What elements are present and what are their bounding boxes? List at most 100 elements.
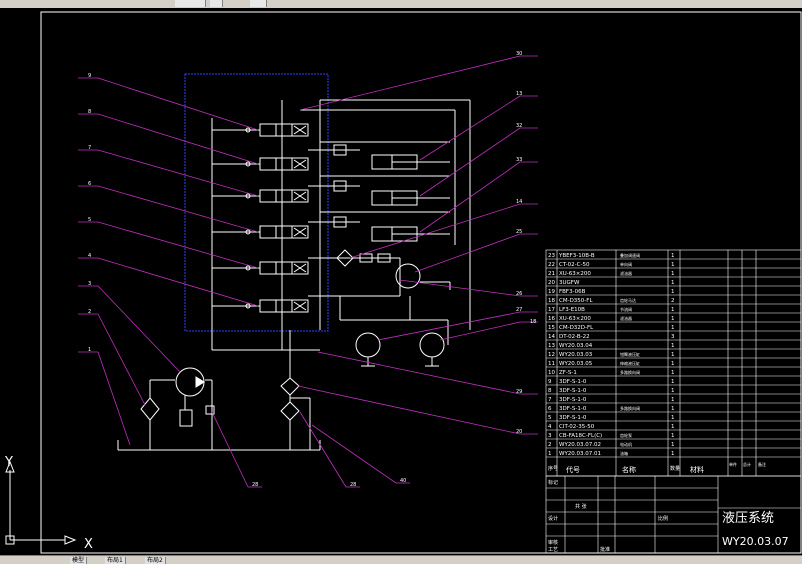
ucs-icon — [5, 460, 77, 545]
callout-number: 28 — [350, 482, 356, 488]
callout-number: 30 — [516, 51, 522, 57]
bom-cell-no: 12 — [548, 352, 555, 358]
tb-sheet: 共 张 — [575, 503, 587, 510]
toolbar-tab[interactable] — [175, 0, 206, 7]
tb-process: 工艺 — [548, 547, 558, 553]
filter — [280, 377, 300, 396]
tb-approve: 批准 — [600, 546, 610, 553]
check-valve — [333, 144, 347, 156]
bom-cell-qty: 1 — [671, 316, 675, 322]
pump-arrow — [195, 376, 205, 388]
directional-valve — [245, 123, 309, 137]
bom-cell-code: 3UGFW — [559, 280, 580, 286]
bom-cell-name: 钳臂液压缸 — [620, 351, 640, 357]
toolbar-tab[interactable] — [250, 0, 267, 7]
bom-cell-no: 5 — [548, 415, 552, 421]
bom-cell-qty: 1 — [671, 442, 675, 448]
filter — [280, 401, 300, 421]
bom-cell-code: 3DF-S-1-0 — [559, 379, 587, 385]
tb-designer: 设计 — [548, 515, 558, 522]
bom-cell-qty: 1 — [671, 289, 675, 295]
bom-cell-no: 15 — [548, 325, 555, 331]
bom-cell-code: CB-FA18C-FL(C) — [559, 433, 602, 439]
bom-cell-qty: 1 — [671, 388, 675, 394]
bom-cell-name: 齿轮马达 — [620, 297, 636, 303]
bom-cell-code: CM-D32D-FL — [559, 325, 594, 331]
callout-number: 8 — [88, 109, 91, 115]
bom-cell-code: DT-02-B-22 — [559, 334, 590, 340]
bom-cell-no: 21 — [548, 271, 555, 277]
bom-cell-name: 油箱 — [620, 450, 628, 456]
bom-cell-qty: 1 — [671, 379, 675, 385]
bom-cell-qty: 1 — [671, 325, 675, 331]
bom-cell-name: 伸缩液压缸 — [620, 360, 640, 366]
filter — [336, 249, 354, 267]
callouts-bottom: 28 28 40 — [252, 478, 406, 488]
check-valve — [359, 253, 373, 263]
bom-cell-no: 11 — [548, 361, 555, 367]
bom-cell-no: 4 — [548, 424, 552, 430]
bom-cell-qty: 1 — [671, 433, 675, 439]
bom-header-total: 总计 — [743, 461, 751, 467]
hydraulic-motor — [355, 332, 381, 358]
bom-cell-code: XU-63×200 — [559, 316, 591, 322]
callout-number: 40 — [400, 478, 406, 484]
hydraulic-motor — [395, 263, 421, 289]
bom-cell-name: 多路换向阀 — [620, 405, 640, 411]
check-valves — [333, 144, 391, 263]
tab-layout1[interactable]: 布局1 — [105, 557, 126, 564]
callout-number: 7 — [88, 145, 91, 151]
title-block-labels: 标记 设计 审核 工艺 批准 比例 共 张 — [548, 479, 668, 553]
bom-header: 序号 代号 名称 数量 材料 单件 总计 备注 — [548, 461, 766, 474]
hydraulic-lines — [117, 99, 471, 451]
filter — [140, 397, 160, 421]
bom-cell-qty: 1 — [671, 307, 675, 313]
callout-number: 2 — [88, 309, 91, 315]
bom-cell-no: 14 — [548, 334, 555, 340]
tb-mark: 标记 — [548, 479, 558, 486]
bom-cell-qty: 1 — [671, 280, 675, 286]
callout-number: 9 — [88, 73, 91, 79]
bom-cell-qty: 1 — [671, 343, 675, 349]
callout-number: 29 — [516, 389, 522, 395]
bom-cell-code: YBEF3-10B-B — [558, 253, 595, 259]
bom-cell-qty: 3 — [671, 334, 675, 340]
bom-cell-code: CM-D350-FL — [559, 298, 593, 304]
callout-number: 18 — [530, 319, 536, 325]
bom-cell-code: CT-02-C-50 — [559, 262, 590, 268]
bom-header-name: 名称 — [622, 465, 636, 474]
bom-cell-qty: 1 — [671, 271, 675, 277]
hydraulic-motor — [419, 332, 445, 358]
cad-drawing-canvas[interactable]: Y X 9 8 7 6 5 4 3 2 1 30 13 32 33 14 25 … — [0, 8, 802, 555]
callout-number: 4 — [88, 253, 91, 259]
tab-layout2[interactable]: 布局2 — [145, 557, 166, 564]
hydraulic-schematic: Y X 9 8 7 6 5 4 3 2 1 30 13 32 33 14 25 … — [4, 11, 802, 554]
bom-cell-qty: 1 — [671, 406, 675, 412]
directional-valve-stack — [245, 123, 309, 313]
bom-cell-name: 单向阀 — [620, 261, 632, 267]
callout-number: 5 — [88, 217, 91, 223]
bom-header-qty: 数量 — [670, 465, 680, 472]
bom-cell-name: 电动机 — [620, 441, 632, 447]
electric-motor — [179, 409, 193, 427]
bom-cell-qty: 1 — [671, 253, 675, 259]
bom-cell-no: 13 — [548, 343, 555, 349]
ucs-y-label: Y — [4, 455, 13, 470]
toolbar-tab[interactable] — [210, 0, 223, 7]
bom-cell-no: 22 — [548, 262, 555, 268]
bom-header-no: 序号 — [548, 465, 558, 472]
bom-cell-name: 多路换向阀 — [620, 369, 640, 375]
bom-cell-no: 18 — [548, 298, 555, 304]
callout-number: 13 — [516, 91, 522, 97]
bom-table-grid — [545, 249, 802, 554]
bom-cell-qty: 1 — [671, 352, 675, 358]
bom-cell-qty: 1 — [671, 397, 675, 403]
bom-cell-code: WY20.03.05 — [559, 361, 593, 367]
tab-model[interactable]: 模型 — [70, 557, 88, 564]
callout-number: 6 — [88, 181, 91, 187]
bom-cell-name: 滤油器 — [620, 315, 632, 321]
bom-cell-no: 3 — [548, 433, 552, 439]
directional-valve — [245, 157, 309, 171]
bom-cell-no: 6 — [548, 406, 552, 412]
